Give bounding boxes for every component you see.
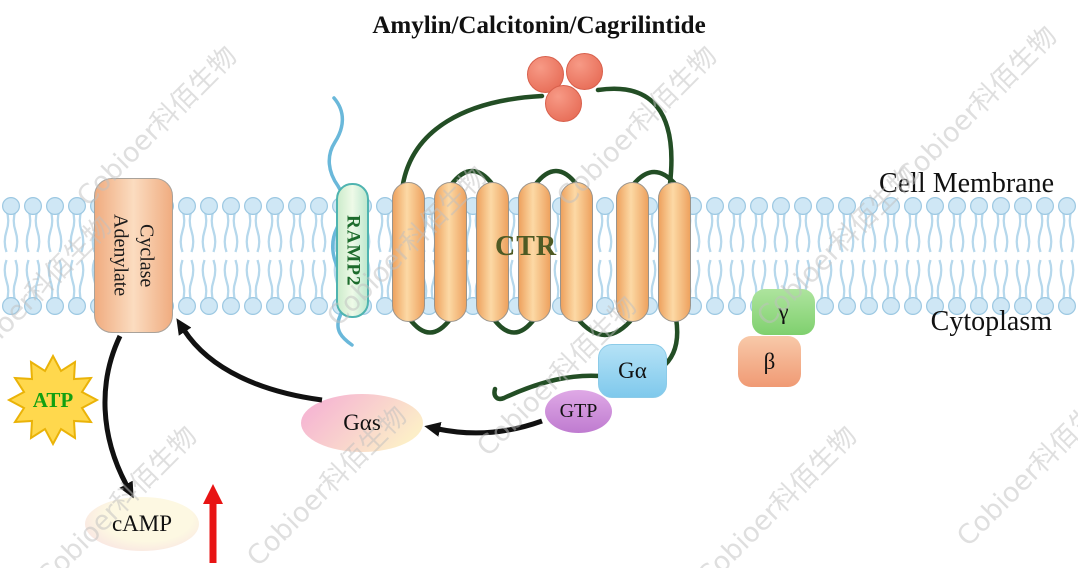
- ctr-helix-1: [392, 182, 425, 322]
- gas-label: Gαs: [343, 410, 381, 435]
- g-gamma-label: γ: [778, 299, 789, 324]
- g-beta-subunit: β: [738, 336, 801, 387]
- g-beta-label: β: [763, 348, 776, 374]
- g-alpha-subunit: Gα: [598, 344, 667, 398]
- gtp-label: GTP: [559, 400, 598, 422]
- intracellular-loop: [406, 315, 454, 335]
- extracellular-loop: [630, 169, 679, 188]
- receptor-n-terminus-curve: [399, 93, 545, 193]
- intracellular-loop: [574, 315, 636, 338]
- ligand-to-receptor-curve: [595, 86, 674, 187]
- gas-subunit: Gαs: [301, 394, 423, 452]
- camp-label: cAMP: [111, 511, 173, 536]
- extracellular-loop: [448, 168, 496, 188]
- adenylate-cyclase-label-line2: Cyclase: [135, 223, 158, 288]
- ctr-helix-4: [518, 182, 551, 322]
- extracellular-loop: [532, 168, 580, 188]
- ctr-helix-6: [616, 182, 649, 322]
- adenylate-cyclase-label-line1: Adenylate: [109, 214, 132, 297]
- camp-molecule: cAMP: [85, 497, 199, 551]
- cytoplasm-label: Cytoplasm: [930, 306, 1052, 337]
- atp-label: ATP: [32, 388, 74, 412]
- ligand-molecule: [566, 53, 603, 90]
- g-alpha-label: Gα: [618, 358, 647, 383]
- adenylate-cyclase-label: Adenylate Cyclase: [108, 186, 160, 326]
- figure-title: Amylin/Calcitonin/Cagrilintide: [372, 12, 706, 39]
- ligand-molecule: [545, 85, 582, 122]
- ctr-receptor-label: CTR: [495, 231, 558, 262]
- ctr-helix-5: [560, 182, 593, 322]
- adenylate-cyclase: Adenylate Cyclase: [94, 178, 173, 333]
- ramp2-label: RAMP2: [342, 214, 364, 287]
- ctr-helix-3: [476, 182, 509, 322]
- gtp-molecule: GTP: [545, 390, 612, 433]
- ctr-helix-2: [434, 182, 467, 322]
- intracellular-loop: [490, 315, 538, 335]
- g-gamma-subunit: γ: [752, 289, 815, 335]
- ramp2-protein: RAMP2: [336, 183, 369, 318]
- ctr-helix-7: [658, 182, 691, 322]
- cell-membrane-label: Cell Membrane: [879, 168, 1054, 199]
